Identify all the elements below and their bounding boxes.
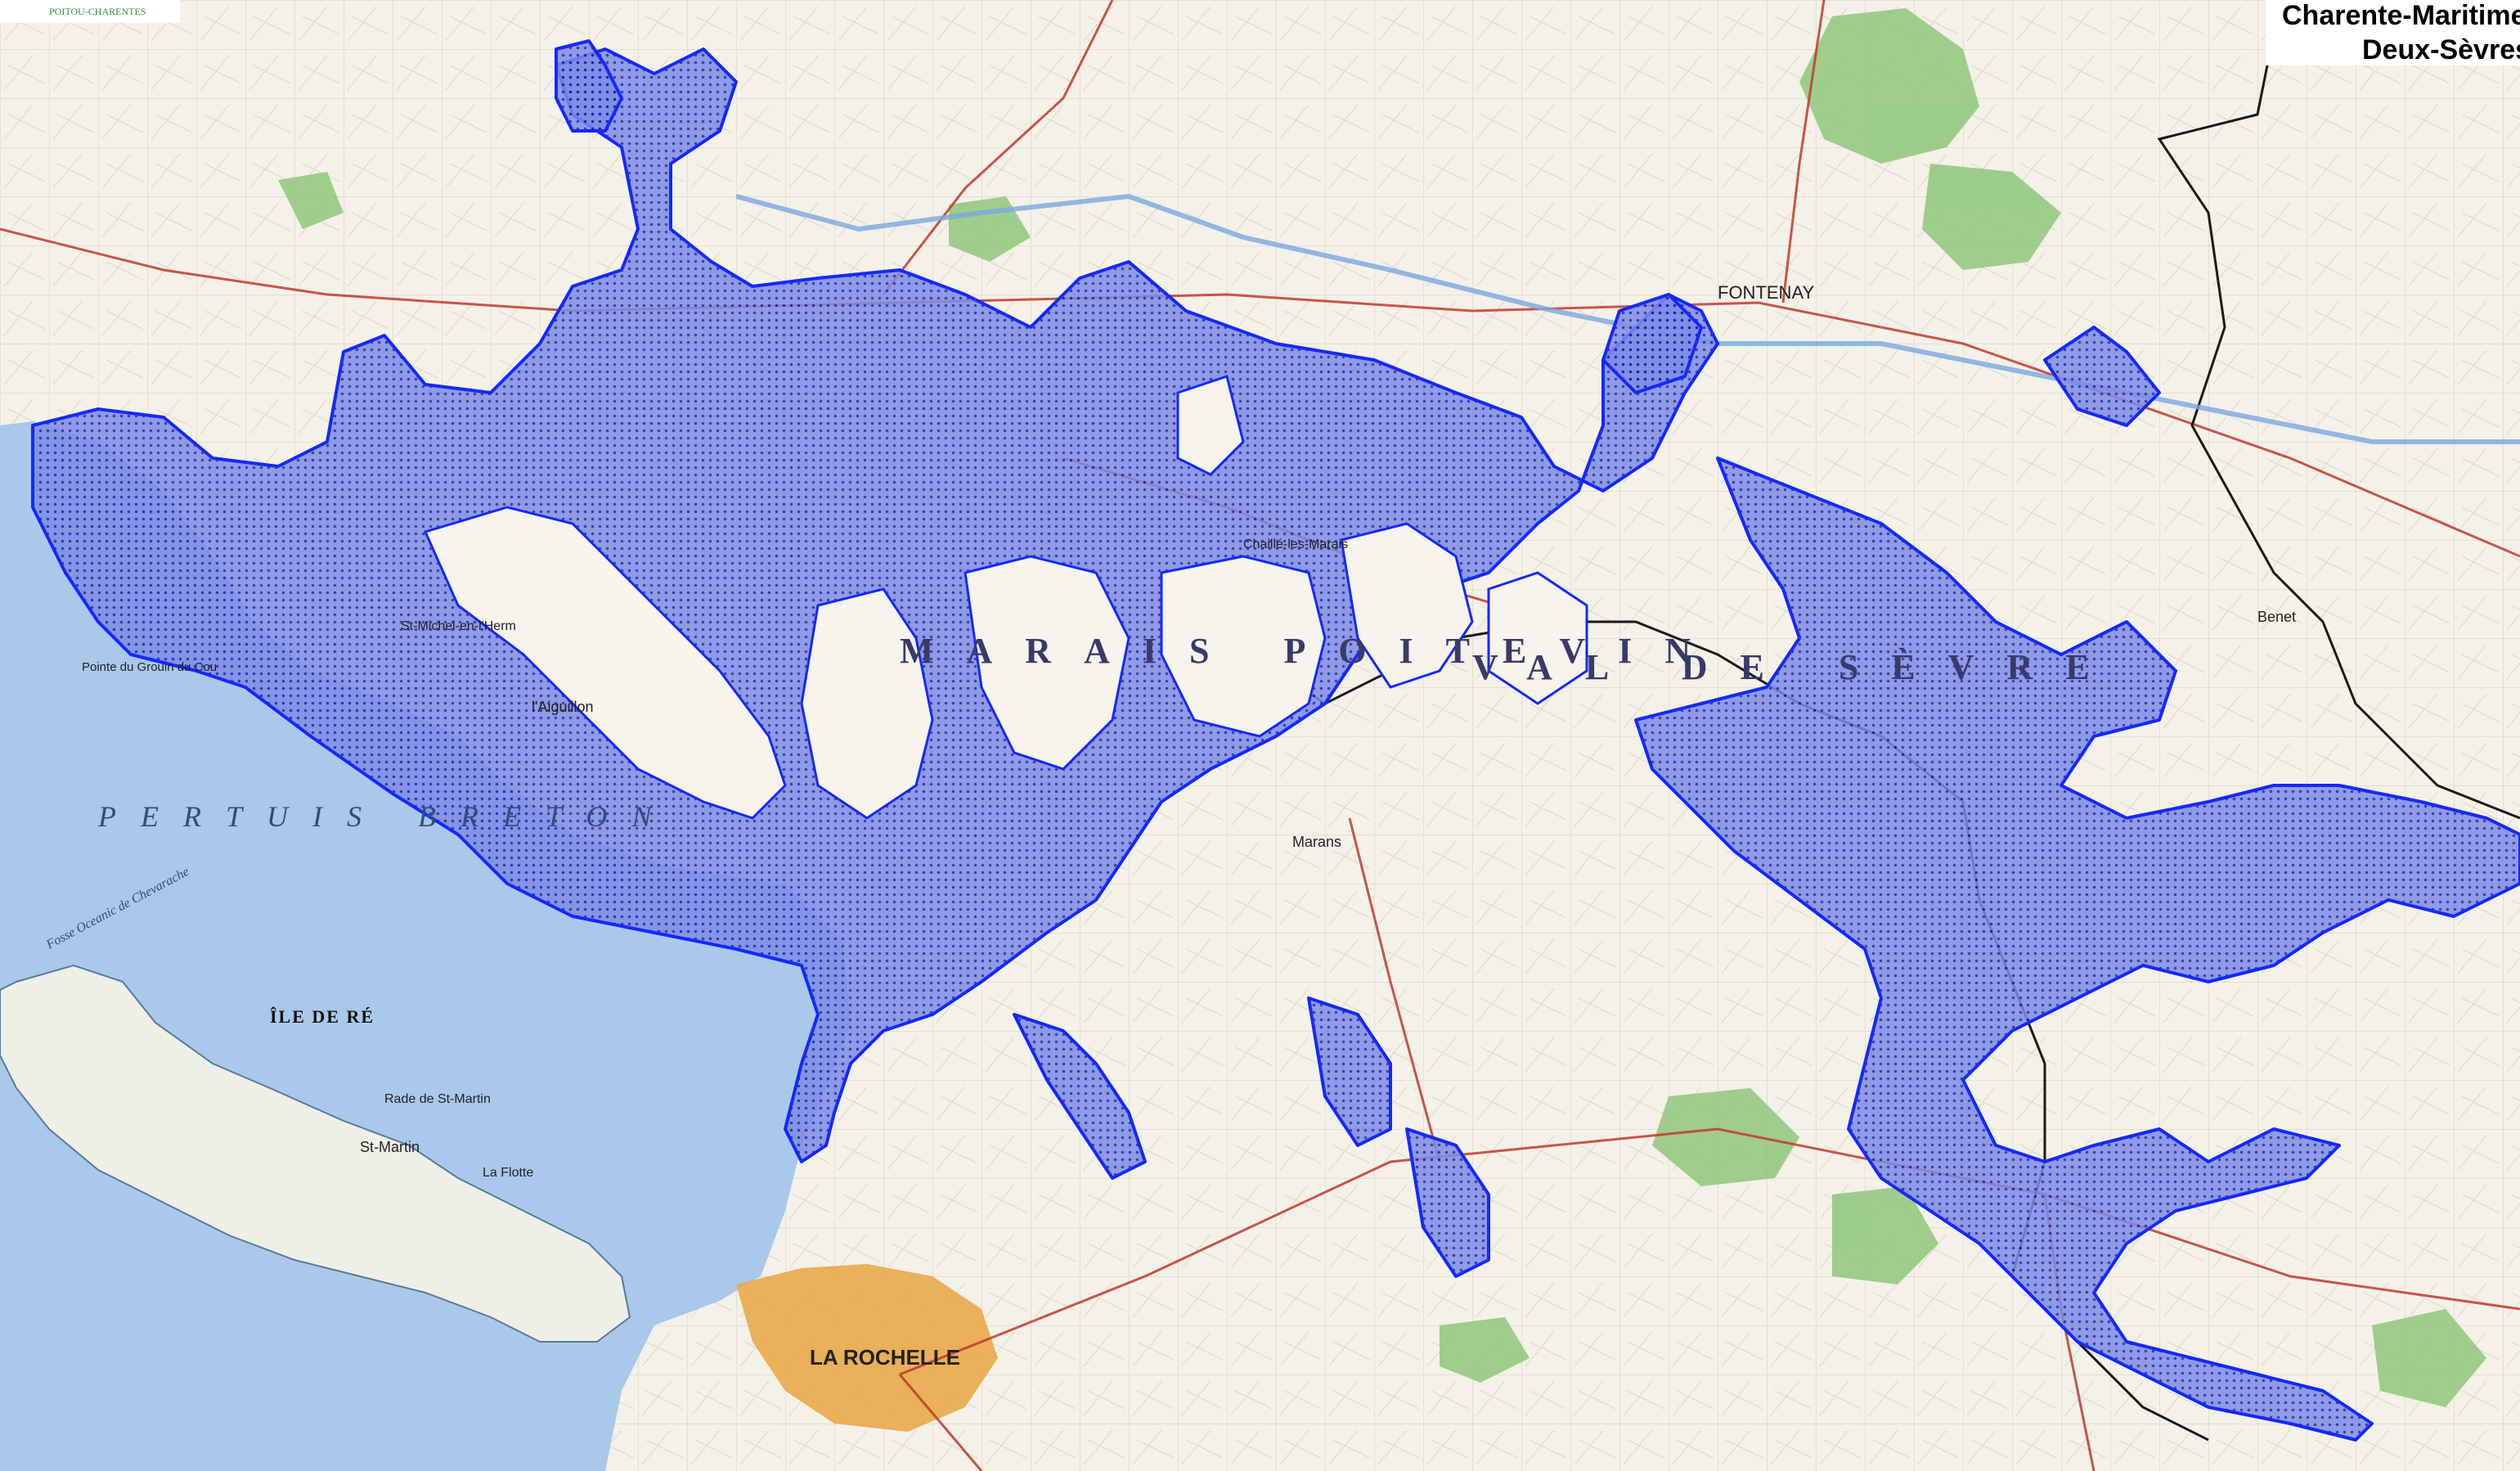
label-rade-st-martin: Rade de St-Martin bbox=[384, 1092, 491, 1106]
place-labels: FONTENAY LA ROCHELLE St-Martin l'Aiguill… bbox=[82, 282, 2296, 1370]
label-pertuis-breton: PERTUIS BRETON bbox=[97, 800, 676, 833]
department-legend-box bbox=[2266, 0, 2520, 65]
legend-department-1: Charente-Maritime bbox=[2282, 0, 2520, 31]
label-la-rochelle: LA ROCHELLE bbox=[810, 1345, 960, 1370]
label-fontenay: FONTENAY bbox=[1718, 282, 1814, 303]
label-marais-poitevin: MARAIS POITEVIN bbox=[900, 631, 1723, 671]
label-st-michel: St-Michel-en-l'Herm bbox=[401, 619, 516, 633]
label-st-martin: St-Martin bbox=[360, 1139, 420, 1155]
logo-text: POITOU-CHARENTES bbox=[49, 6, 146, 17]
forest-areas bbox=[278, 8, 2486, 1407]
label-ile-de-re: ÎLE DE RÉ bbox=[270, 1006, 375, 1027]
label-chaille: Chaillé-les-Marais bbox=[1243, 538, 1348, 551]
label-val-de-sevre: VAL DE SÈVRE bbox=[1472, 647, 2122, 687]
river-network bbox=[735, 193, 2520, 444]
label-benet: Benet bbox=[2257, 609, 2296, 625]
logo-box bbox=[0, 0, 180, 23]
la-rochelle-urban bbox=[736, 1264, 998, 1432]
ile-de-re bbox=[0, 964, 631, 1343]
legend-department-2: Deux-Sèvres bbox=[2362, 34, 2520, 65]
label-aiguillon: l'Aiguillon bbox=[532, 699, 593, 715]
label-la-flotte: La Flotte bbox=[483, 1166, 533, 1180]
department-boundary bbox=[2157, 32, 2520, 820]
label-marans: Marans bbox=[1292, 834, 1341, 850]
label-pointe-grouin: Pointe du Grouin du Cou bbox=[82, 660, 217, 674]
polders bbox=[423, 375, 1588, 820]
